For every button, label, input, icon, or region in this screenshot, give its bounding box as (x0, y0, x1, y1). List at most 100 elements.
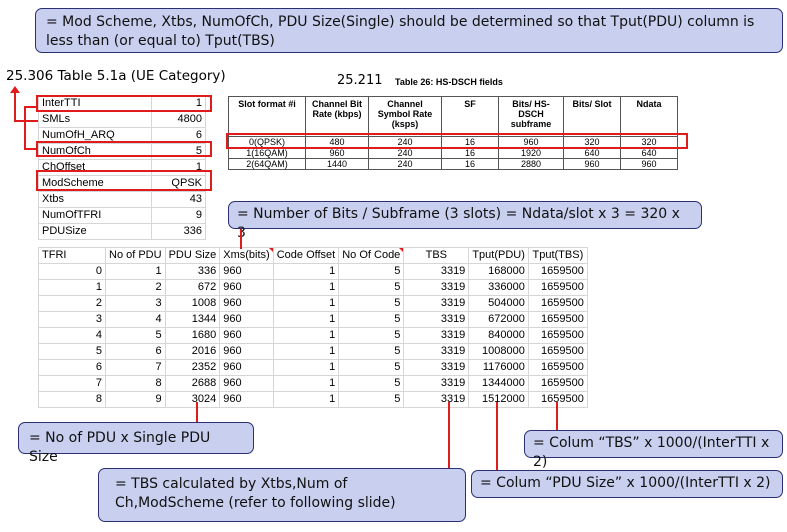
hs-dsch-cell: 1440 (305, 158, 369, 170)
pointer-line-tbs (448, 402, 450, 468)
ue-param-value: 4800 (151, 111, 206, 128)
tfri-cell: 3319 (403, 391, 470, 408)
tfri-cell: 8 (38, 391, 106, 408)
tfri-header: Tput(TBS) (527, 247, 588, 264)
hs-dsch-cell: 1(16QAM) (228, 147, 306, 159)
hs-dsch-header: Bits/ Slot (563, 96, 621, 137)
tfri-cell: 1 (272, 359, 340, 376)
tfri-cell: 5 (338, 343, 405, 360)
tfri-cell: 1 (272, 279, 340, 296)
tfri-cell: 1659500 (527, 311, 588, 328)
tfri-header: No Of Code (338, 247, 405, 264)
tfri-cell: 2 (38, 295, 106, 312)
tfri-cell: 1 (272, 343, 340, 360)
pointer-line-bits (240, 229, 242, 249)
tfri-cell: 0 (38, 263, 106, 280)
tfri-cell: 1344 (164, 311, 221, 328)
callout-bits-per-subframe: = Number of Bits / Subframe (3 slots) = … (228, 201, 702, 241)
tfri-cell: 960 (219, 295, 274, 312)
tfri-cell: 4 (105, 311, 166, 328)
tfri-cell: 960 (219, 279, 274, 296)
hs-dsch-header: Slot format #i (228, 96, 306, 137)
ue-param-key: Xtbs (38, 191, 152, 208)
tfri-cell: 960 (219, 359, 274, 376)
tfri-cell: 1659500 (527, 279, 588, 296)
tfri-cell: 3 (105, 295, 166, 312)
ue-param-key: NumOfH_ARQ (38, 127, 152, 144)
tfri-cell: 3319 (403, 359, 470, 376)
tfri-cell: 3024 (164, 391, 221, 408)
tfri-cell: 1659500 (527, 343, 588, 360)
tfri-header-label: No Of Code (342, 249, 401, 261)
tfri-cell: 960 (219, 375, 274, 392)
comment-marker-icon (399, 248, 404, 252)
pointer-line-tput-pdu (496, 402, 498, 470)
tfri-cell: 960 (219, 391, 274, 408)
highlight-numofch (36, 141, 212, 157)
tfri-cell: 672000 (468, 311, 529, 328)
tfri-cell: 9 (105, 391, 166, 408)
hs-dsch-header: Channel Bit Rate (kbps) (305, 96, 369, 137)
tfri-cell: 3319 (403, 279, 470, 296)
hs-dsch-header: Ndata (620, 96, 678, 137)
tfri-cell: 2352 (164, 359, 221, 376)
tfri-header: No of PDU (105, 247, 166, 264)
ue-param-key: NumOfTFRI (38, 207, 152, 224)
tfri-cell: 5 (105, 327, 166, 344)
tfri-cell: 336000 (468, 279, 529, 296)
hs-dsch-cell: 640 (563, 147, 621, 159)
tfri-cell: 5 (338, 375, 405, 392)
callout-tbs: = TBS calculated by Xtbs,Num of Ch,ModSc… (98, 468, 466, 522)
ue-param-value: 9 (151, 207, 206, 224)
tfri-cell: 1659500 (527, 391, 588, 408)
hs-dsch-cell: 16 (441, 147, 499, 159)
tfri-cell: 960 (219, 263, 274, 280)
tfri-cell: 2016 (164, 343, 221, 360)
hs-dsch-cell: 960 (305, 147, 369, 159)
tfri-header-label: Xms(bits) (223, 249, 270, 261)
tfri-cell: 3319 (403, 263, 470, 280)
ue-param-key: PDUSize (38, 223, 152, 240)
tfri-cell: 840000 (468, 327, 529, 344)
hs-dsch-header: Channel Symbol Rate (ksps) (368, 96, 442, 137)
ue-category-heading: 25.306 Table 5.1a (UE Category) (6, 68, 226, 84)
tfri-cell: 336 (164, 263, 221, 280)
tfri-cell: 672 (164, 279, 221, 296)
tfri-header: TBS (403, 247, 470, 264)
tfri-cell: 5 (338, 311, 405, 328)
connector-line (14, 92, 16, 122)
hs-dsch-cell: 240 (368, 147, 442, 159)
tfri-header: Code Offset (272, 247, 340, 264)
hs-dsch-cell: 240 (368, 158, 442, 170)
tfri-cell: 3319 (403, 327, 470, 344)
tfri-cell: 6 (38, 359, 106, 376)
tfri-cell: 1659500 (527, 263, 588, 280)
tfri-header: Xms(bits) (219, 247, 274, 264)
highlight-modscheme (36, 170, 212, 191)
tfri-header-label: No of PDU (109, 249, 162, 261)
hs-dsch-cell: 1920 (498, 147, 564, 159)
pointer-line-tput-tbs (556, 402, 558, 430)
hs-dsch-cell: 960 (563, 158, 621, 170)
tfri-cell: 504000 (468, 295, 529, 312)
tfri-header-label: TFRI (42, 249, 67, 261)
tfri-cell: 3319 (403, 343, 470, 360)
tfri-cell: 1659500 (527, 375, 588, 392)
hs-dsch-cell: 2(64QAM) (228, 158, 306, 170)
tfri-cell: 960 (219, 311, 274, 328)
